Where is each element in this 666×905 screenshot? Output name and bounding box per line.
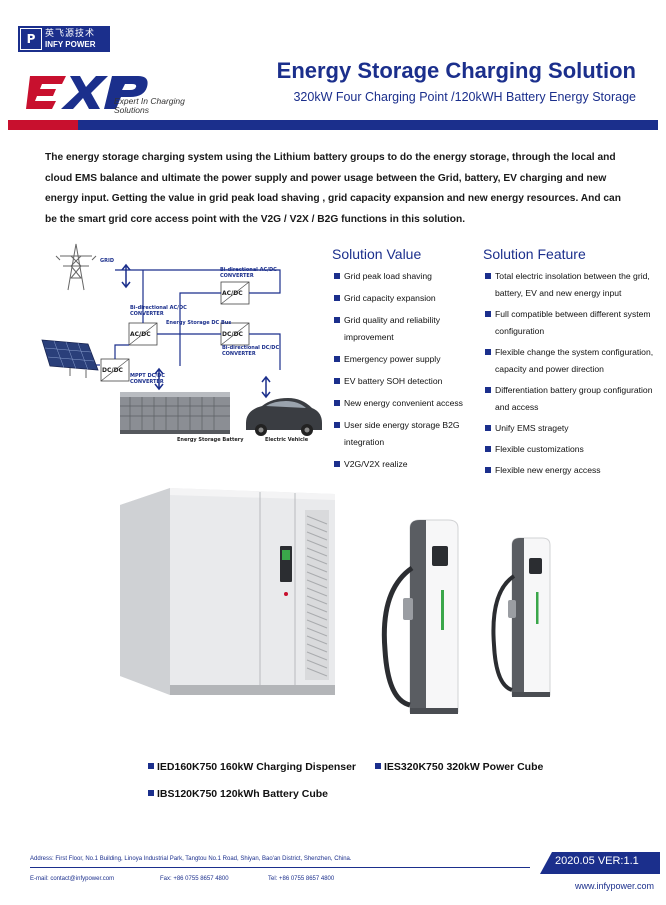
caption-power-cube: IES320K750 320kW Power Cube <box>375 761 543 773</box>
caption-power-cube-text: IES320K750 320kW Power Cube <box>384 761 544 773</box>
solution-value-item: New energy convenient access <box>332 395 480 412</box>
footer-fax: Fax: +86 0755 8657 4800 <box>160 876 229 882</box>
page-subtitle: 320kW Four Charging Point /120kWH Batter… <box>293 90 636 104</box>
diagram-label-acdc-top: Bi-directional AC/DC CONVERTER <box>220 267 277 279</box>
solution-value-item: V2G/V2X realize <box>332 456 480 473</box>
infy-power-logo: P 英飞源技术 INFY POWER <box>18 26 110 52</box>
footer-version: 2020.05 VER:1.1 <box>555 855 639 867</box>
solution-feature-item: Total electric insolation between the gr… <box>483 268 655 302</box>
footer-website-link[interactable]: www.infypower.com <box>574 881 654 891</box>
charging-dispenser-illustration <box>381 519 459 714</box>
intro-paragraph: The energy storage charging system using… <box>45 152 621 225</box>
solution-feature-item: Flexible new energy access <box>483 462 655 479</box>
solution-feature-item: Unify EMS stragety <box>483 420 655 437</box>
solution-value-item: Grid peak load shaving <box>332 268 480 285</box>
diagram-box-acdc-top: AC/DC <box>222 290 243 297</box>
solution-value-item: User side energy storage B2G integration <box>332 417 480 451</box>
solution-feature-item: Flexible customizations <box>483 441 655 458</box>
solution-feature-section: Solution Feature Total electric insolati… <box>483 246 655 483</box>
power-cube-illustration <box>120 488 335 695</box>
system-diagram: GRID Bi-directional AC/DC CONVERTER Bi-d… <box>30 240 330 455</box>
solution-feature-list: Total electric insolation between the gr… <box>483 268 655 479</box>
product-illustrations <box>120 488 551 714</box>
company-name-en: INFY POWER <box>45 39 96 49</box>
company-name-cn: 英飞源技术 <box>45 28 96 39</box>
header-divider-accent <box>8 120 78 130</box>
page-title: Energy Storage Charging Solution <box>276 58 636 83</box>
diagram-label-acdc-left: Bi-directional AC/DC CONVERTER <box>130 305 187 317</box>
diagram-box-dcdc: DC/DC <box>222 331 243 338</box>
brand-tagline-line2: Solutions <box>114 105 149 115</box>
diagram-box-mppt: DC/DC <box>102 367 123 374</box>
electric-car-icon <box>246 398 322 436</box>
caption-dispenser-text: IED160K750 160kW Charging Dispenser <box>157 761 356 773</box>
solution-feature-item: Full compatible between different system… <box>483 306 655 340</box>
solution-value-item: Grid capacity expansion <box>332 290 480 307</box>
solution-value-item: Grid quality and reliability improvement <box>332 312 480 346</box>
brand-tagline-line1: Expert In Charging <box>114 96 185 106</box>
diagram-label-mppt: MPPT DC/DC CONVERTER <box>130 373 165 385</box>
diagram-label-dcdc: Bi-directional DC/DC CONVERTER <box>222 345 280 357</box>
solution-feature-item: Differentiation battery group configurat… <box>483 382 655 416</box>
header-divider-bar <box>8 120 658 130</box>
footer-address: Address: First Floor, No.1 Building, Lin… <box>30 856 352 862</box>
solution-feature-heading: Solution Feature <box>483 246 586 262</box>
exp-logo <box>26 76 148 109</box>
footer-tel: Tel: +86 0755 8657 4800 <box>268 876 335 882</box>
footer-version-band <box>540 852 660 874</box>
charging-dispenser-illustration-2 <box>491 537 551 697</box>
solution-value-item: Emergency power supply <box>332 351 480 368</box>
solution-value-item: EV battery SOH detection <box>332 373 480 390</box>
infy-logo-mark: P <box>20 28 42 50</box>
diagram-label-battery: Energy Storage Battery <box>177 437 244 443</box>
solar-panel-icon <box>41 339 99 378</box>
battery-rack-icon <box>120 392 230 434</box>
caption-battery-cube: IBS120K750 120kWh Battery Cube <box>148 788 328 800</box>
diagram-box-acdc-left: AC/DC <box>130 331 151 338</box>
solution-feature-item: Flexible change the system configuration… <box>483 344 655 378</box>
diagram-label-grid: GRID <box>100 258 114 264</box>
caption-battery-cube-text: IBS120K750 120kWh Battery Cube <box>157 788 328 800</box>
solution-value-heading: Solution Value <box>332 246 422 262</box>
brand-tagline: Expert In Charging Solutions <box>114 97 185 115</box>
diagram-label-ev: Electric Vehicle <box>265 437 309 443</box>
caption-dispenser: IED160K750 160kW Charging Dispenser <box>148 761 356 773</box>
footer-divider <box>30 867 530 868</box>
power-pylon-icon <box>55 243 97 291</box>
diagram-label-dc-bus: Energy Storage DC Bus <box>166 320 232 326</box>
footer-email[interactable]: E-mail: contact@infypower.com <box>30 876 115 882</box>
